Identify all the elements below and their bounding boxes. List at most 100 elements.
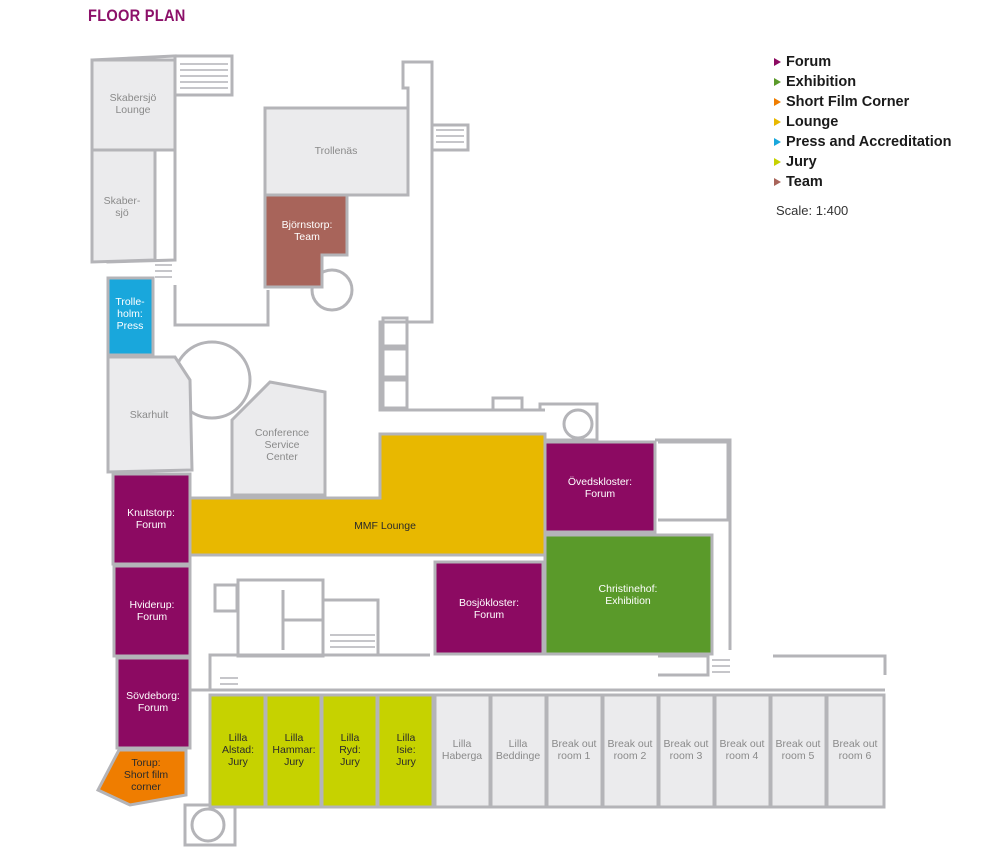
room-conference-service[interactable] [230, 380, 327, 497]
room-knutstorp[interactable] [111, 472, 192, 566]
room-mmf-lounge[interactable] [188, 432, 547, 557]
wall-stair-top [175, 54, 234, 97]
room-trolleholm[interactable] [106, 276, 155, 357]
room-label-line: Forum [474, 609, 505, 621]
room-skabersjo[interactable] [90, 148, 157, 264]
label-bjornstorp: Björnstorp:Team [282, 219, 333, 243]
room-break-out-3[interactable] [657, 693, 716, 809]
triangle-icon [774, 78, 781, 86]
room-break-out-1[interactable] [545, 693, 604, 809]
wall-core-east [323, 598, 380, 655]
legend-label: Press and Accreditation [786, 134, 952, 150]
stair-hatching [155, 63, 730, 685]
label-mmf-lounge: MMF Lounge [354, 520, 416, 532]
room-label-line: room 6 [839, 750, 872, 762]
room-label-line: Trolle- [115, 296, 145, 308]
room-label-line: room 1 [558, 750, 591, 762]
legend-item-jury[interactable]: Jury [774, 152, 951, 172]
room-skabersjo-lounge[interactable] [90, 58, 177, 152]
room-ovedskloster[interactable] [543, 440, 657, 534]
triangle-icon [774, 158, 781, 166]
room-sovdeborg[interactable] [115, 656, 192, 750]
label-christinehof: Christinehof:Exhibition [599, 583, 658, 607]
room-lilla-haberga[interactable] [433, 693, 492, 809]
wall-cell-1 [381, 316, 409, 348]
wall-east-block [655, 438, 732, 650]
legend-item-short-film-corner[interactable]: Short Film Corner [774, 92, 951, 112]
wall-south-stub [658, 654, 710, 677]
room-label-line: Lilla [285, 732, 304, 744]
room-label-line: Jury [284, 756, 305, 768]
triangle-icon [774, 178, 781, 186]
room-label-line: Break out [664, 738, 709, 750]
room-label-line: sjö [115, 207, 129, 219]
room-label-line: Team [294, 231, 320, 243]
room-label-line: Lilla [341, 732, 360, 744]
legend-item-lounge[interactable]: Lounge [774, 112, 951, 132]
legend: Forum Exhibition Short Film Corner Loung… [774, 52, 951, 192]
room-label-line: Forum [136, 519, 167, 531]
room-label-line: Lilla [453, 738, 472, 750]
room-bjornstorp[interactable] [263, 193, 349, 289]
room-label-line: Knutstorp: [127, 507, 175, 519]
legend-item-forum[interactable]: Forum [774, 52, 951, 72]
wall-spiral-room [538, 402, 599, 442]
legend-item-team[interactable]: Team [774, 172, 951, 192]
legend-item-exhibition[interactable]: Exhibition [774, 72, 951, 92]
label-skarhult: Skarhult [130, 409, 169, 421]
room-label-line: Haberga [442, 750, 482, 762]
room-torup[interactable] [95, 748, 188, 807]
label-skabersjo: Skaber-sjö [104, 195, 141, 219]
wall-inner-east [658, 440, 730, 522]
room-label-line: Break out [608, 738, 653, 750]
wall-cell-3 [381, 378, 409, 410]
room-label-line: holm: [117, 308, 143, 320]
scale-label: Scale: 1:400 [776, 203, 849, 218]
room-label-line: Jury [228, 756, 249, 768]
legend-item-press[interactable]: Press and Accreditation [774, 132, 951, 152]
room-label-line: Forum [137, 611, 168, 623]
room-label-line: Exhibition [605, 595, 651, 607]
room-label-line: room 5 [782, 750, 815, 762]
wall-south-east [773, 654, 887, 675]
room-label-line: room 4 [726, 750, 759, 762]
room-trollenas[interactable] [263, 106, 410, 197]
room-hviderup[interactable] [112, 564, 192, 658]
room-label-line: Break out [720, 738, 765, 750]
room-break-out-6[interactable] [825, 693, 886, 809]
room-label-line: Ryd: [339, 744, 361, 756]
room-label-line: Björnstorp: [282, 219, 333, 231]
room-lilla-isie[interactable] [376, 693, 435, 809]
room-label-line: Sövdeborg: [126, 690, 180, 702]
room-label-line: Jury [340, 756, 361, 768]
legend-label: Lounge [786, 114, 839, 130]
room-label-line: Beddinge [496, 750, 541, 762]
label-trollenas: Trollenäs [315, 145, 358, 157]
legend-label: Team [786, 174, 823, 190]
room-label-line: Skaber- [104, 195, 141, 207]
triangle-icon [774, 138, 781, 146]
room-label-line: Torup: [131, 757, 160, 769]
triangle-icon [774, 98, 781, 106]
room-label-line: Break out [833, 738, 878, 750]
room-bosjokloster[interactable] [433, 560, 545, 656]
wall-cell-2 [381, 347, 409, 379]
room-label-line: Lilla [509, 738, 528, 750]
room-label-line: Jury [396, 756, 417, 768]
room-label-line: room 2 [614, 750, 647, 762]
room-christinehof[interactable] [543, 533, 714, 656]
room-skarhult[interactable] [106, 355, 194, 474]
spiral-stair-3 [190, 807, 226, 843]
room-break-out-2[interactable] [601, 693, 660, 809]
